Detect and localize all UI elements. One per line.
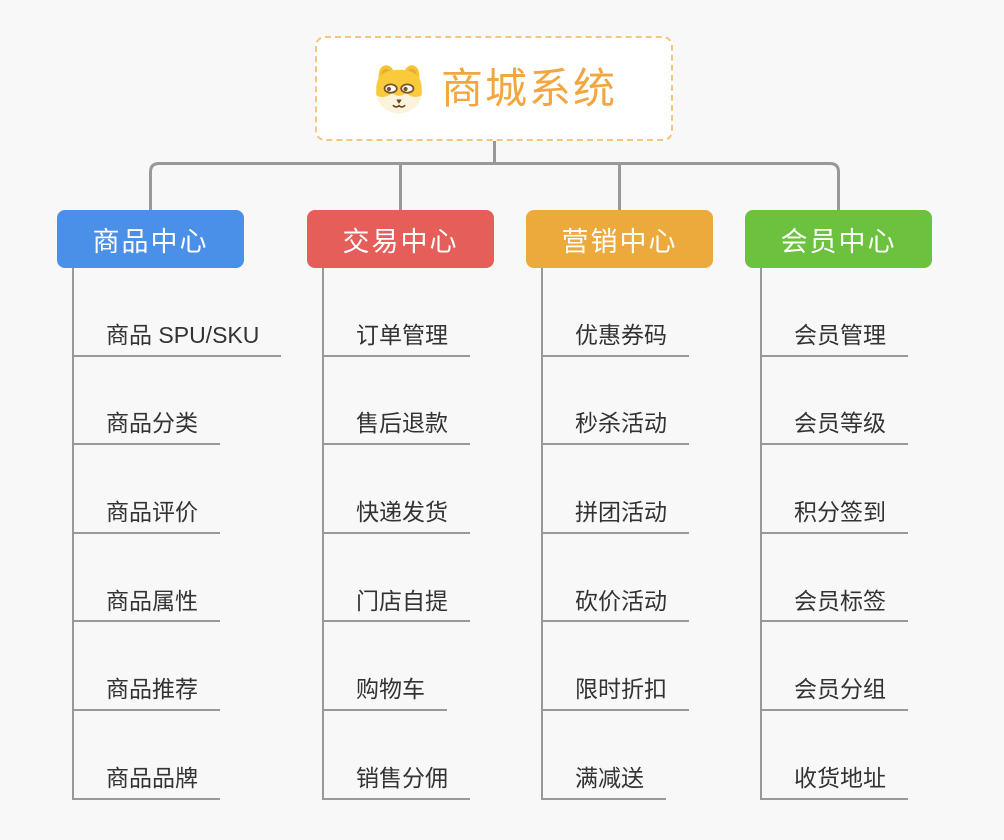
branch-children-marketing-center: 优惠券码 秒杀活动 拼团活动 砍价活动 限时折扣 满减送 xyxy=(542,268,689,800)
child-node[interactable]: 商品品牌 xyxy=(73,711,220,800)
root-title: 商城系统 xyxy=(440,64,617,112)
child-label: 会员分组 xyxy=(794,676,886,703)
child-label: 积分签到 xyxy=(794,499,886,526)
child-label: 收货地址 xyxy=(794,764,886,791)
child-node[interactable]: 销售分佣 xyxy=(323,711,470,800)
child-node[interactable]: 快递发货 xyxy=(323,445,470,534)
branch-label: 交易中心 xyxy=(342,226,459,257)
branch-spine xyxy=(541,268,543,800)
child-node[interactable]: 满减送 xyxy=(542,711,666,800)
branch-label: 会员中心 xyxy=(780,226,897,257)
branch-node-member-center[interactable]: 会员中心 xyxy=(745,210,932,268)
child-node[interactable]: 商品属性 xyxy=(73,534,220,623)
child-label: 限时折扣 xyxy=(575,676,667,703)
child-node[interactable]: 会员管理 xyxy=(761,268,908,357)
child-node[interactable]: 会员标签 xyxy=(761,534,908,623)
child-node[interactable]: 门店自提 xyxy=(323,534,470,623)
branch-node-product-center[interactable]: 商品中心 xyxy=(57,210,244,268)
child-node[interactable]: 收货地址 xyxy=(761,711,908,800)
dog-face-icon xyxy=(376,64,422,113)
child-label: 秒杀活动 xyxy=(575,410,667,437)
branch-spine xyxy=(322,268,324,800)
child-label: 订单管理 xyxy=(356,321,448,348)
child-node[interactable]: 商品推荐 xyxy=(73,622,220,711)
branch-label: 营销中心 xyxy=(561,226,678,257)
child-label: 商品评价 xyxy=(106,499,198,526)
child-label: 商品推荐 xyxy=(106,676,198,703)
child-label: 优惠券码 xyxy=(575,321,667,348)
child-node[interactable]: 商品 SPU/SKU xyxy=(73,268,282,357)
child-label: 售后退款 xyxy=(356,410,448,437)
child-label: 快递发货 xyxy=(356,499,448,526)
child-node[interactable]: 会员分组 xyxy=(761,622,908,711)
child-node[interactable]: 会员等级 xyxy=(761,357,908,446)
branch-spine xyxy=(760,268,762,800)
child-node[interactable]: 砍价活动 xyxy=(542,534,689,623)
child-node[interactable]: 秒杀活动 xyxy=(542,357,689,446)
child-label: 砍价活动 xyxy=(575,587,667,614)
child-label: 会员等级 xyxy=(794,410,886,437)
branch-children-trade-center: 订单管理 售后退款 快递发货 门店自提 购物车 销售分佣 xyxy=(323,268,470,800)
child-label: 商品 SPU/SKU xyxy=(106,321,260,348)
child-label: 商品分类 xyxy=(106,410,198,437)
branch-children-member-center: 会员管理 会员等级 积分签到 会员标签 会员分组 收货地址 xyxy=(761,268,908,800)
child-label: 会员管理 xyxy=(794,321,886,348)
child-node[interactable]: 订单管理 xyxy=(323,268,470,357)
child-label: 商品属性 xyxy=(106,587,198,614)
root-node[interactable]: 商城系统 xyxy=(315,36,673,141)
branch-node-marketing-center[interactable]: 营销中心 xyxy=(526,210,713,268)
child-label: 门店自提 xyxy=(356,587,448,614)
child-node[interactable]: 商品分类 xyxy=(73,357,220,446)
child-node[interactable]: 积分签到 xyxy=(761,445,908,534)
branch-spine xyxy=(72,268,74,800)
child-label: 会员标签 xyxy=(794,587,886,614)
child-label: 满减送 xyxy=(575,764,644,791)
child-node[interactable]: 购物车 xyxy=(323,622,447,711)
child-label: 商品品牌 xyxy=(106,764,198,791)
child-label: 购物车 xyxy=(356,676,425,703)
child-node[interactable]: 优惠券码 xyxy=(542,268,689,357)
branch-children-product-center: 商品 SPU/SKU 商品分类 商品评价 商品属性 商品推荐 商品品牌 xyxy=(73,268,282,800)
branch-label: 商品中心 xyxy=(92,226,209,257)
child-node[interactable]: 售后退款 xyxy=(323,357,470,446)
child-node[interactable]: 拼团活动 xyxy=(542,445,689,534)
child-node[interactable]: 限时折扣 xyxy=(542,622,689,711)
branch-node-trade-center[interactable]: 交易中心 xyxy=(307,210,494,268)
child-label: 销售分佣 xyxy=(356,764,448,791)
child-label: 拼团活动 xyxy=(575,499,667,526)
child-node[interactable]: 商品评价 xyxy=(73,445,220,534)
